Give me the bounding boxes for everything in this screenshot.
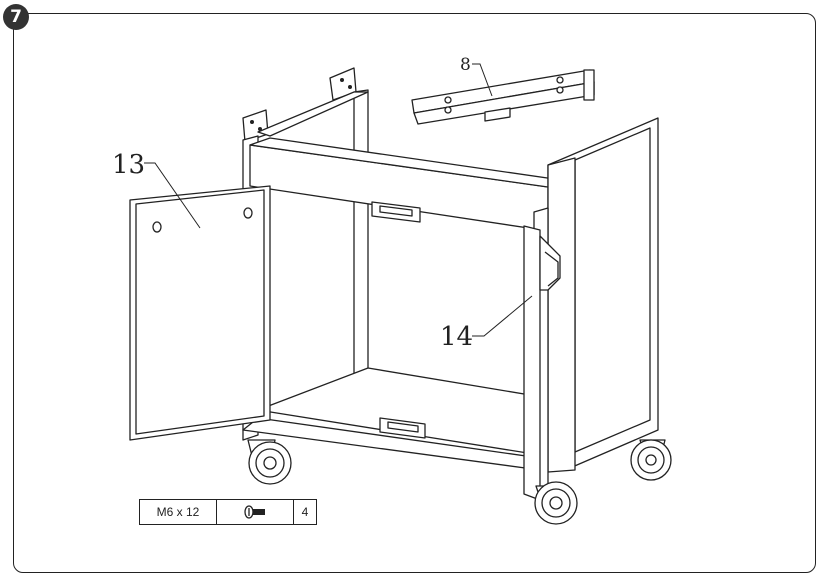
leader-8 [472, 63, 493, 97]
callout-13: 13 [112, 150, 146, 180]
caster-front-left [247, 439, 292, 485]
hardware-icon-cell [217, 500, 294, 524]
step-frame [13, 13, 816, 573]
caster-front-right [534, 481, 578, 525]
leader-14 [472, 295, 533, 337]
hardware-quantity: 4 [301, 505, 309, 519]
callout-8: 8 [460, 55, 471, 75]
caster-back-right [630, 439, 672, 481]
bolt-icon [244, 505, 265, 519]
step-number-badge: 7 [3, 4, 29, 30]
right-door-14 [523, 225, 541, 501]
callout-14: 14 [440, 322, 474, 352]
hardware-table: M6 x 12 4 [139, 499, 317, 525]
hardware-size: M6 x 12 [140, 500, 217, 524]
left-door-13 [129, 185, 271, 441]
leader-13 [144, 162, 201, 229]
back-left-post [353, 89, 369, 375]
